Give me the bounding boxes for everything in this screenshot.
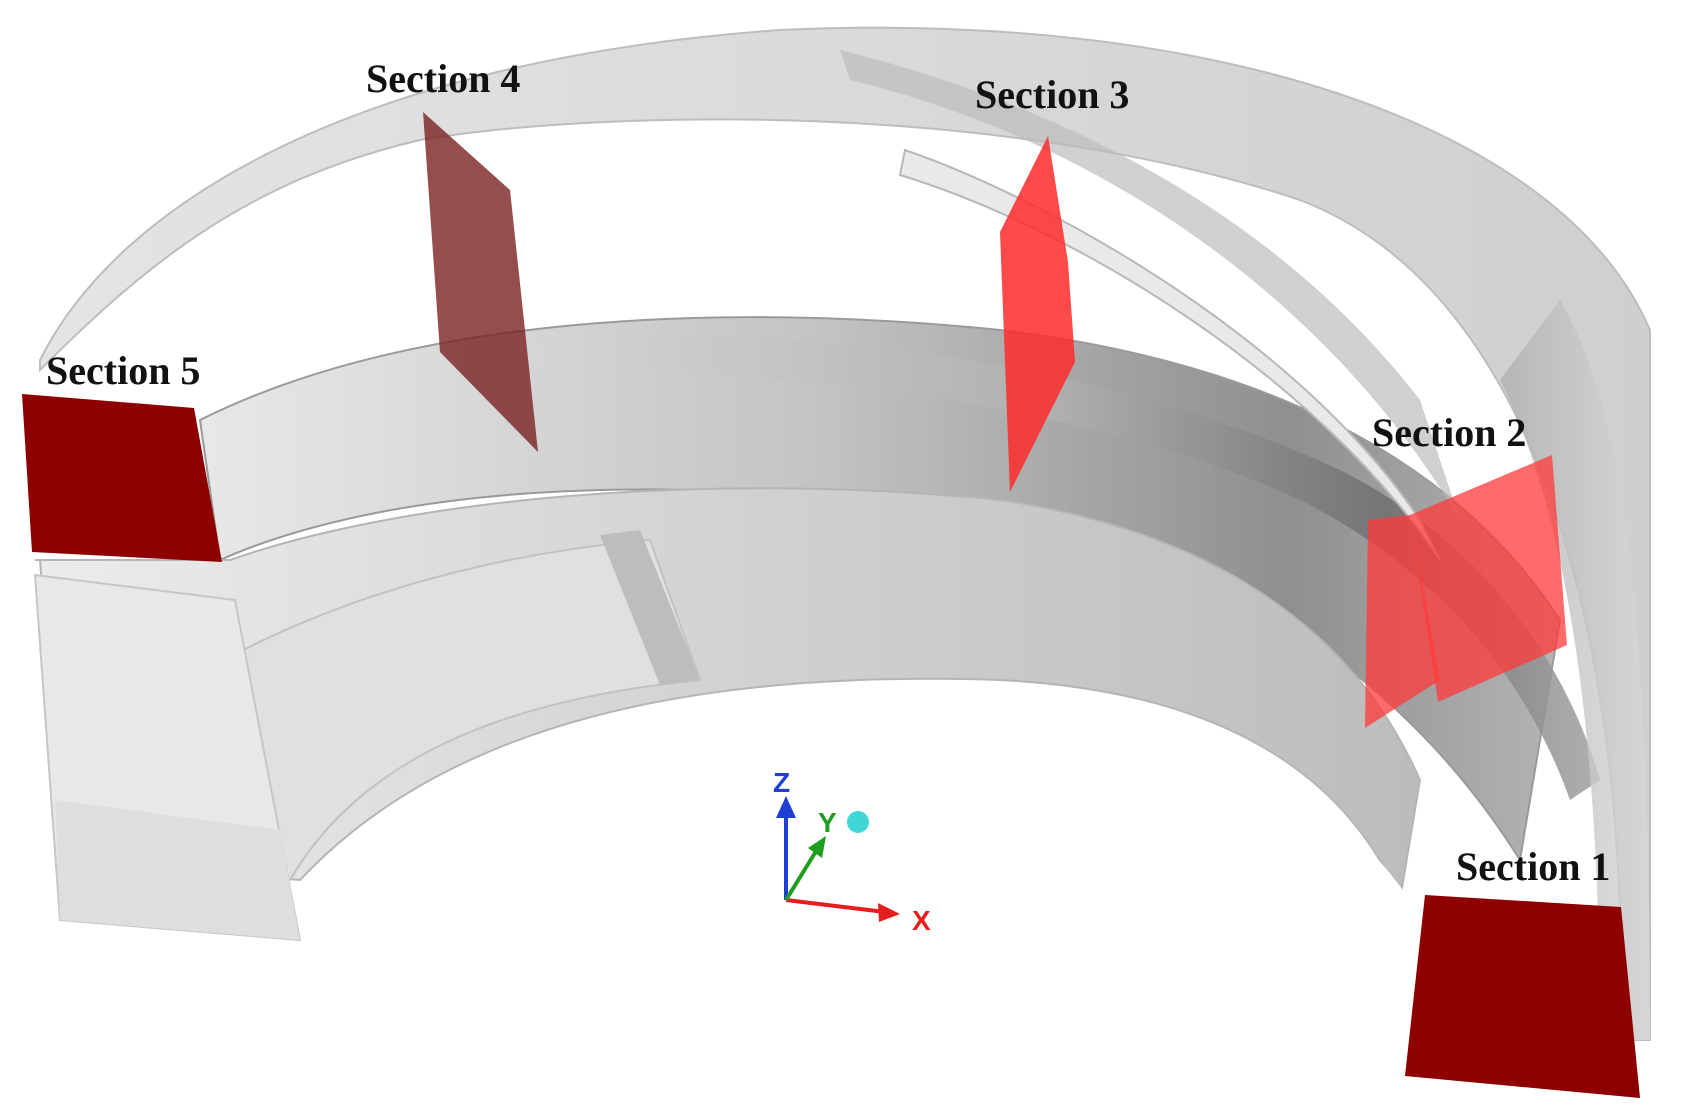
z-axis-label: Z (773, 767, 790, 798)
y-axis-line (784, 846, 820, 902)
section-2-plane-near (1365, 515, 1440, 728)
left-face-band (55, 800, 300, 940)
section-1-label: Section 1 (1456, 844, 1610, 889)
z-axis-arrowhead (776, 796, 796, 818)
casing-body (33, 26, 1651, 1115)
section-2-plane-far (1410, 455, 1567, 702)
section-3-label: Section 3 (975, 72, 1129, 117)
section-5-plane (22, 394, 222, 562)
x-axis-arrowhead (878, 903, 900, 922)
x-axis-label: X (912, 905, 931, 936)
section-planes (22, 112, 1640, 1098)
section-1-plane (1405, 895, 1640, 1098)
axis-triad: X Y Z (773, 767, 931, 936)
central-opening (300, 690, 1410, 1115)
y-axis-arrowhead (808, 836, 826, 858)
section-labels: Section 1 Section 2 Section 3 Section 4 … (46, 56, 1610, 889)
origin-marker (847, 811, 869, 833)
section-2-label: Section 2 (1372, 410, 1526, 455)
section-3-plane (1000, 136, 1075, 492)
x-axis-line (785, 898, 886, 914)
ledge-step (600, 530, 700, 685)
section-5-label: Section 5 (46, 348, 200, 393)
outer-right-wall (1500, 300, 1650, 1040)
section-4-label: Section 4 (366, 56, 520, 101)
section-4-plane (423, 112, 538, 452)
y-axis-label: Y (818, 807, 837, 838)
